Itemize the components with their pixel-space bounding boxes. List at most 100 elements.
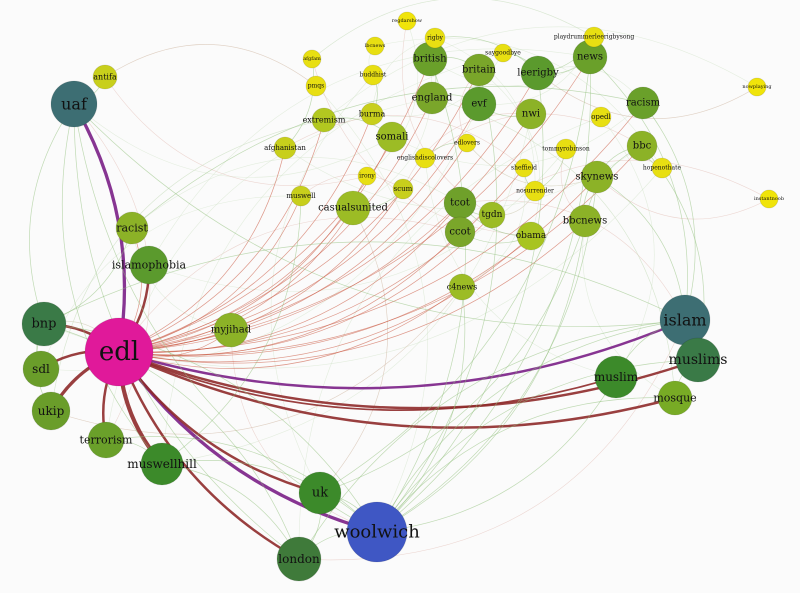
node-circle-evf[interactable] [461,86,497,122]
node-buddhist[interactable]: buddhist [360,64,387,86]
node-irony[interactable]: irony [357,166,377,186]
node-circle-bbc[interactable] [626,130,658,162]
node-ccot[interactable]: ccot [444,216,476,248]
node-uaf[interactable]: uaf [50,80,98,128]
node-nosurrender[interactable]: nosurrender [516,180,554,202]
node-tommyrobinson[interactable]: tommyrobinson [542,138,590,160]
node-muslim[interactable]: muslim [594,355,639,399]
node-circle-uk[interactable] [298,471,342,515]
node-edlovers[interactable]: edlovers [454,133,480,153]
node-afghanistan[interactable]: afghanistan [264,136,306,160]
node-circle-saygoodbye[interactable] [493,43,513,63]
node-circle-playdrummerleerigbysong[interactable] [583,26,605,48]
node-extremism[interactable]: extremism [303,107,346,133]
node-circle-irony[interactable] [357,166,377,186]
node-scum[interactable]: scum [392,178,414,200]
node-circle-mosque[interactable] [657,380,693,416]
node-sheffield[interactable]: sheffield [511,158,537,178]
node-circle-england[interactable] [415,81,449,115]
node-muslims[interactable]: muslims [669,337,728,383]
node-circle-bbcnews[interactable] [568,204,602,238]
node-circle-islam[interactable] [659,294,711,346]
node-circle-sdl[interactable] [22,350,60,388]
node-pmqs[interactable]: pmqs [305,75,327,97]
node-circle-buddhist[interactable] [362,64,384,86]
node-circle-britain[interactable] [462,53,496,87]
node-ukip[interactable]: ukip [31,391,71,431]
node-circle-tommyrobinson[interactable] [555,138,577,160]
node-circle-muswellhill[interactable] [140,442,184,486]
node-circle-hopenothate[interactable] [651,157,673,179]
node-circle-bnp[interactable] [21,301,67,347]
node-antifa[interactable]: antifa [92,64,118,90]
node-rigby[interactable]: rigby [424,27,446,49]
node-circle-ccot[interactable] [444,216,476,248]
node-terrorism[interactable]: terrorism [80,421,133,459]
node-circle-muslims[interactable] [675,337,721,383]
node-racist[interactable]: racist [115,211,149,245]
node-bbc[interactable]: bbc [626,130,658,162]
node-circle-edl[interactable] [84,317,154,387]
node-circle-regdarshow[interactable] [397,11,417,31]
node-circle-london[interactable] [276,536,322,582]
node-uk[interactable]: uk [298,471,342,515]
node-britain[interactable]: britain [462,53,497,87]
node-regdarshow[interactable]: regdarshow [392,11,423,31]
node-circle-nwi[interactable] [515,98,547,130]
node-instantnoob[interactable]: instantnoob [754,189,784,209]
node-london[interactable]: london [276,536,322,582]
node-circle-skynews[interactable] [580,160,614,194]
node-layer[interactable]: edlwoolwichuafislammuslimsbnpmuswellhill… [21,11,784,582]
node-bnp[interactable]: bnp [21,301,67,347]
node-circle-tgdn[interactable] [478,201,506,229]
node-somali[interactable]: somali [376,121,409,153]
node-circle-afghanistan[interactable] [273,136,297,160]
node-circle-uaf[interactable] [50,80,98,128]
node-circle-lbcnews[interactable] [365,36,385,56]
node-circle-rigby[interactable] [424,27,446,49]
node-nwi[interactable]: nwi [515,98,547,130]
node-tcot[interactable]: tcot [443,186,477,220]
node-circle-racist[interactable] [115,211,149,245]
node-burma[interactable]: burma [359,102,386,126]
node-muswell[interactable]: muswell [286,185,316,207]
node-tgdn[interactable]: tgdn [478,201,506,229]
node-circle-casualsunited[interactable] [335,190,371,226]
node-circle-ukip[interactable] [31,391,71,431]
node-circle-nowplaying[interactable] [747,77,767,97]
node-circle-opedl[interactable] [590,106,612,128]
node-circle-englishdiscolovers[interactable] [414,147,436,169]
node-circle-burma[interactable] [360,102,384,126]
node-sdl[interactable]: sdl [22,350,60,388]
node-circle-nosurrender[interactable] [524,180,546,202]
node-myjihad[interactable]: myjihad [211,312,252,348]
node-mosque[interactable]: mosque [653,380,697,416]
node-circle-afgfam[interactable] [302,49,322,69]
node-islam[interactable]: islam [659,294,711,346]
node-circle-obama[interactable] [516,221,546,251]
node-circle-extremism[interactable] [311,107,337,133]
node-bbcnews[interactable]: bbcnews [563,204,607,238]
node-nowplaying[interactable]: nowplaying [742,77,772,97]
node-england[interactable]: england [412,81,453,115]
node-racism[interactable]: racism [626,86,661,120]
node-circle-scum[interactable] [392,178,414,200]
node-circle-c4news[interactable] [448,273,476,301]
node-edl[interactable]: edl [84,317,154,387]
node-circle-leerigby[interactable] [520,55,556,91]
node-circle-tcot[interactable] [443,186,477,220]
node-circle-somali[interactable] [376,121,408,153]
node-circle-antifa[interactable] [92,64,118,90]
node-lbcnews[interactable]: lbcnews [365,36,386,56]
node-casualsunited[interactable]: casualsunited [318,190,389,226]
node-woolwich[interactable]: woolwich [334,501,420,563]
node-afgfam[interactable]: afgfam [302,49,322,69]
node-circle-racism[interactable] [626,86,660,120]
node-circle-terrorism[interactable] [87,421,125,459]
node-circle-islamophobia[interactable] [129,245,169,285]
node-opedl[interactable]: opedl [590,106,612,128]
node-playdrummerleerigbysong[interactable]: playdrummerleerigbysong [554,26,635,48]
node-circle-pmqs[interactable] [305,75,327,97]
